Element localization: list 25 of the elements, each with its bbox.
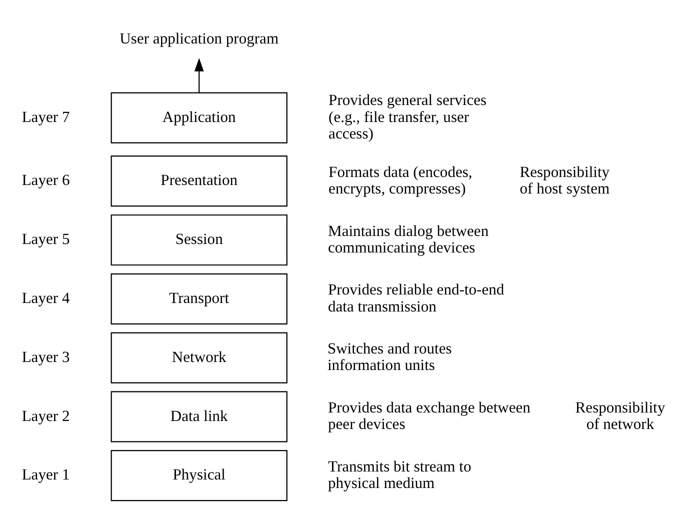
node-label: Provides general services (e.g., file transfer, user access) [328, 92, 487, 143]
node-box: Session [110, 214, 288, 266]
node-label: Layer 4 [22, 290, 70, 307]
node-box: Application [110, 92, 288, 144]
node-label: Layer 7 [22, 108, 70, 126]
node-text: User application program [120, 30, 279, 48]
node-label: Layer 3 [22, 348, 70, 366]
node-label: Maintains dialog between communicating devices [328, 222, 489, 256]
node-label: Switches and routes information units [327, 340, 452, 374]
node-label: Layer 6 [22, 172, 70, 190]
label: Responsibility of host system [520, 164, 610, 198]
node-label: Layer 2 [22, 408, 70, 425]
node-label: Layer 5 [22, 231, 70, 248]
node-label: Transmits bit stream to physical medium [328, 458, 472, 492]
arrow [194, 58, 204, 93]
node-box: Network [110, 332, 288, 384]
node-label: Layer 1 [22, 466, 70, 484]
node-box: Physical [110, 450, 288, 502]
node-label: Formats data (encodes, encrypts, compresses) [328, 164, 472, 198]
node-label: Provides reliable end-to-end data transmission [328, 282, 504, 316]
node-box: Transport [110, 273, 288, 324]
node-label: Provides data exchange between peer devices [328, 399, 530, 434]
label: Responsibility of network [575, 399, 666, 434]
node-box: Data link [110, 391, 288, 442]
node-box: Presentation [110, 156, 288, 207]
